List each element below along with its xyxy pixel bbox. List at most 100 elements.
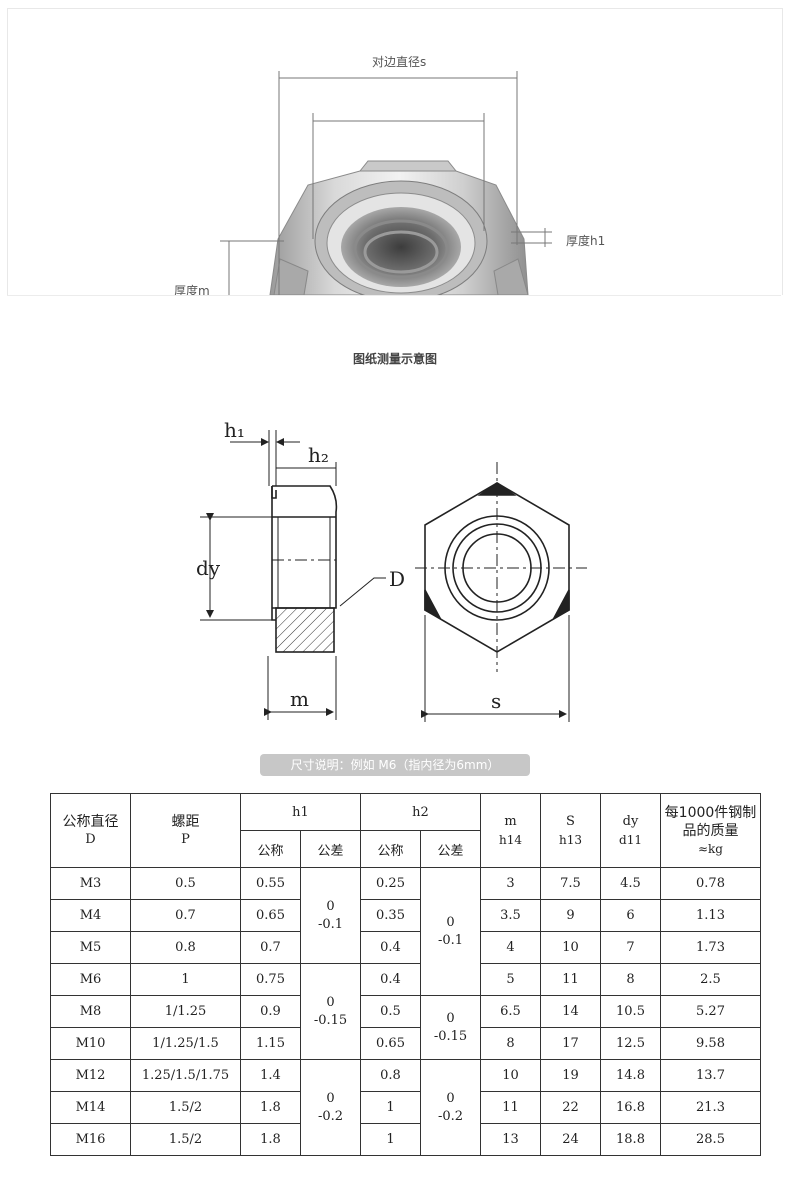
cell-p: 1/1.25/1.5	[130, 1027, 241, 1060]
col-header-h1-nominal: 公称	[240, 830, 301, 868]
col-header-h2-nominal: 公称	[360, 830, 421, 868]
cell-s: 19	[540, 1059, 601, 1092]
cell-m: 4	[480, 931, 541, 964]
cell-mass: 9.58	[660, 1027, 761, 1060]
table-row: M12 1.25/1.5/1.75 1.4 0-0.2 0.8 0-0.2 10…	[50, 1059, 761, 1156]
cell-h2: 1	[360, 1091, 421, 1124]
cell-h1-tolerance: 0-0.15	[300, 963, 361, 1060]
cell-dy: 4.5	[600, 867, 661, 900]
dim-label-h2: h₂	[308, 443, 329, 467]
cell-h2: 0.4	[360, 931, 421, 964]
cell-d: M5	[50, 931, 131, 964]
cell-h1: 0.7	[240, 931, 301, 964]
cell-h1-tolerance: 0-0.2	[300, 1059, 361, 1156]
side-view	[200, 430, 386, 720]
cell-d: M8	[50, 995, 131, 1028]
cell-m: 3.5	[480, 899, 541, 932]
cell-h2: 1	[360, 1123, 421, 1156]
cell-d: M4	[50, 899, 131, 932]
weld-nut-photo	[220, 71, 552, 295]
cell-h2: 0.65	[360, 1027, 421, 1060]
cell-s: 10	[540, 931, 601, 964]
product-photo-panel: 对边直径s 厚度h1 厚度m	[7, 8, 783, 295]
cell-s: 11	[540, 963, 601, 996]
col-header-h1: h1	[240, 793, 361, 831]
cell-dy: 6	[600, 899, 661, 932]
cell-s: 7.5	[540, 867, 601, 900]
cell-h1: 1.8	[240, 1091, 301, 1124]
cell-p: 0.8	[130, 931, 241, 964]
dim-label-D: D	[389, 567, 405, 591]
cell-h2-tolerance: 0-0.2	[420, 1059, 481, 1156]
cell-h1: 1.4	[240, 1059, 301, 1092]
cell-m: 13	[480, 1123, 541, 1156]
dim-label-m: m	[290, 687, 309, 711]
cell-d: M10	[50, 1027, 131, 1060]
cell-p: 0.7	[130, 899, 241, 932]
cell-mass: 1.13	[660, 899, 761, 932]
cell-mass: 13.7	[660, 1059, 761, 1092]
cell-d: M16	[50, 1123, 131, 1156]
cell-mass: 0.78	[660, 867, 761, 900]
header-row-2: 公称 公差 公称 公差	[51, 830, 761, 868]
cell-m: 3	[480, 867, 541, 900]
label-thickness-h1: 厚度h1	[566, 234, 606, 248]
cell-h2: 0.4	[360, 963, 421, 996]
cell-dy: 14.8	[600, 1059, 661, 1092]
cell-mass: 1.73	[660, 931, 761, 964]
col-header-mass: 每1000件钢制 品的质量 ≈kg	[660, 793, 761, 868]
cell-h1: 0.55	[240, 867, 301, 900]
cell-h2-tolerance: 0-0.15	[420, 995, 481, 1060]
table-row: M4 0.7 0.65 0.35 3.5 9 6 1.13	[50, 899, 761, 932]
cell-dy: 8	[600, 963, 661, 996]
cell-m: 5	[480, 963, 541, 996]
cell-m: 10	[480, 1059, 541, 1092]
cell-h2-tolerance: 0-0.1	[420, 867, 481, 996]
table-row: M14 1.5/2 1.8 1 11 22 16.8 21.3	[50, 1091, 761, 1124]
cell-m: 8	[480, 1027, 541, 1060]
label-thickness-m: 厚度m	[174, 284, 210, 295]
cell-p: 1/1.25	[130, 995, 241, 1028]
cell-h1: 1.8	[240, 1123, 301, 1156]
cell-d: M6	[50, 963, 131, 996]
top-view	[415, 462, 587, 722]
cell-s: 22	[540, 1091, 601, 1124]
cell-s: 9	[540, 899, 601, 932]
label-across-flats: 对边直径s	[372, 55, 427, 69]
cell-p: 1.25/1.5/1.75	[130, 1059, 241, 1092]
table-row: M16 1.5/2 1.8 1 13 24 18.8 28.5	[50, 1123, 761, 1156]
cell-h2: 0.5	[360, 995, 421, 1028]
table-row: M10 1/1.25/1.5 1.15 0.65 8 17 12.5 9.58	[50, 1027, 761, 1060]
cell-dy: 12.5	[600, 1027, 661, 1060]
col-header-h2-tolerance: 公差	[420, 830, 481, 868]
cell-s: 14	[540, 995, 601, 1028]
cell-dy: 10.5	[600, 995, 661, 1028]
cell-s: 17	[540, 1027, 601, 1060]
cell-m: 11	[480, 1091, 541, 1124]
cell-p: 0.5	[130, 867, 241, 900]
cell-m: 6.5	[480, 995, 541, 1028]
cell-mass: 2.5	[660, 963, 761, 996]
cell-dy: 18.8	[600, 1123, 661, 1156]
cell-dy: 7	[600, 931, 661, 964]
cell-h1-tolerance: 0-0.1	[300, 867, 361, 964]
technical-drawing: h₁ h₂ dy D m s	[196, 418, 587, 722]
drawing-caption: 图纸测量示意图	[352, 352, 437, 366]
size-note-badge: 尺寸说明：例如 M6（指内径为6mm）	[260, 754, 530, 776]
col-header-h1-tolerance: 公差	[300, 830, 361, 868]
cell-h1: 0.9	[240, 995, 301, 1028]
table-row: M5 0.8 0.7 0.4 4 10 7 1.73	[50, 931, 761, 964]
cell-s: 24	[540, 1123, 601, 1156]
cell-h1: 0.65	[240, 899, 301, 932]
dim-label-h1: h₁	[224, 418, 245, 442]
table-row: M8 1/1.25 0.9 0.5 0-0.15 6.5 14 10.5 5.2…	[50, 995, 761, 1060]
cell-d: M12	[50, 1059, 131, 1092]
cell-p: 1.5/2	[130, 1091, 241, 1124]
dim-label-dy: dy	[196, 556, 221, 580]
